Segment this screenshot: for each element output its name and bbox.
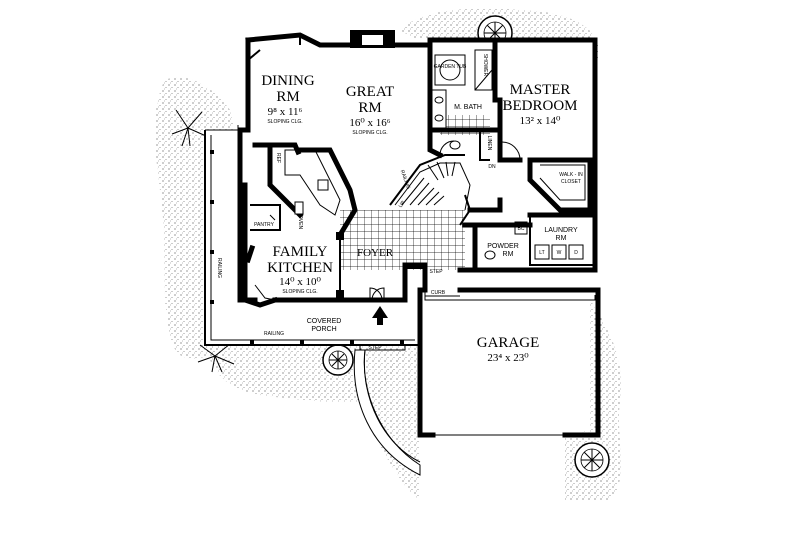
powder-label-1: POWDER — [487, 243, 519, 250]
dn-label: DN — [488, 164, 496, 170]
tree-bottom-right — [574, 442, 610, 478]
railing-porch-label: RAILING — [264, 331, 284, 337]
entry-arrow — [372, 306, 388, 325]
oven-label: OVEN — [297, 215, 303, 230]
shrub-left — [171, 109, 207, 147]
curb-label: CURB — [431, 290, 446, 296]
shrub-porch — [197, 343, 235, 373]
dining-note: SLOPING CLG. — [267, 119, 302, 125]
w-label: W — [557, 250, 562, 256]
interior-walls — [244, 35, 598, 301]
doors — [369, 140, 521, 301]
foyer-tile — [340, 210, 465, 270]
great-dims: 16⁰ x 16⁶ — [349, 117, 390, 129]
garden-tub-label: GARDEN TUB — [434, 64, 467, 70]
garage — [424, 290, 596, 436]
walkin-label-2: CLOSET — [561, 179, 581, 185]
bc-label: BC — [518, 226, 525, 232]
pantry-label: PANTRY — [254, 222, 274, 228]
laundry-label-1: LAUNDRY — [544, 227, 578, 234]
label-dining: DINING RM 9⁸ x 11⁶ SLOPING CLG. — [261, 73, 314, 125]
railing-side-label: RAILING — [216, 258, 222, 278]
m-bath-label: M. BATH — [454, 104, 482, 111]
ref-label: REF — [275, 153, 281, 163]
d-label: D — [574, 250, 578, 256]
shower-label: SHOWER — [482, 54, 488, 77]
walkin-label-1: WALK - IN — [559, 172, 583, 178]
great-name-1: GREAT — [346, 84, 394, 100]
foyer-label: FOYER — [357, 247, 394, 259]
great-name-2: RM — [358, 100, 381, 116]
master-dims: 13² x 14⁰ — [520, 115, 561, 127]
kitchen-name-1: FAMILY — [273, 244, 328, 260]
porch-label-1: COVERED — [307, 318, 342, 325]
label-great: GREAT RM 16⁰ x 16⁶ SLOPING CLG. — [346, 84, 394, 136]
dining-dims: 9⁸ x 11⁶ — [268, 106, 303, 118]
kitchen-note: SLOPING CLG. — [282, 289, 317, 295]
tree-front — [322, 344, 354, 376]
garage-name: GARAGE — [477, 335, 540, 351]
master-name-1: MASTER — [510, 82, 571, 98]
step-garage-label: STEP — [429, 269, 443, 275]
label-garage: GARAGE 23⁴ x 23⁰ — [477, 335, 540, 364]
master-name-2: BEDROOM — [502, 98, 577, 114]
laundry-label-2: RM — [556, 235, 567, 242]
powder-label-2: RM — [503, 251, 514, 258]
label-kitchen: FAMILY KITCHEN 14⁰ x 10⁰ SLOPING CLG. — [267, 244, 333, 295]
great-note: SLOPING CLG. — [352, 130, 387, 136]
covered-porch — [204, 125, 420, 351]
porch-label-2: PORCH — [311, 326, 336, 333]
dining-name-1: DINING — [261, 73, 314, 89]
garage-dims: 23⁴ x 23⁰ — [487, 352, 529, 364]
step-porch-label: STEP — [368, 345, 382, 351]
walkway — [353, 349, 421, 476]
dining-name-2: RM — [276, 89, 299, 105]
kitchen-name-2: KITCHEN — [267, 260, 333, 276]
linen-label: LINEN — [486, 136, 492, 151]
label-master: MASTER BEDROOM 13² x 14⁰ — [502, 82, 577, 127]
up-label: UP — [398, 199, 407, 209]
kitchen-dims: 14⁰ x 10⁰ — [279, 276, 321, 288]
lt-label: LT — [539, 250, 544, 256]
